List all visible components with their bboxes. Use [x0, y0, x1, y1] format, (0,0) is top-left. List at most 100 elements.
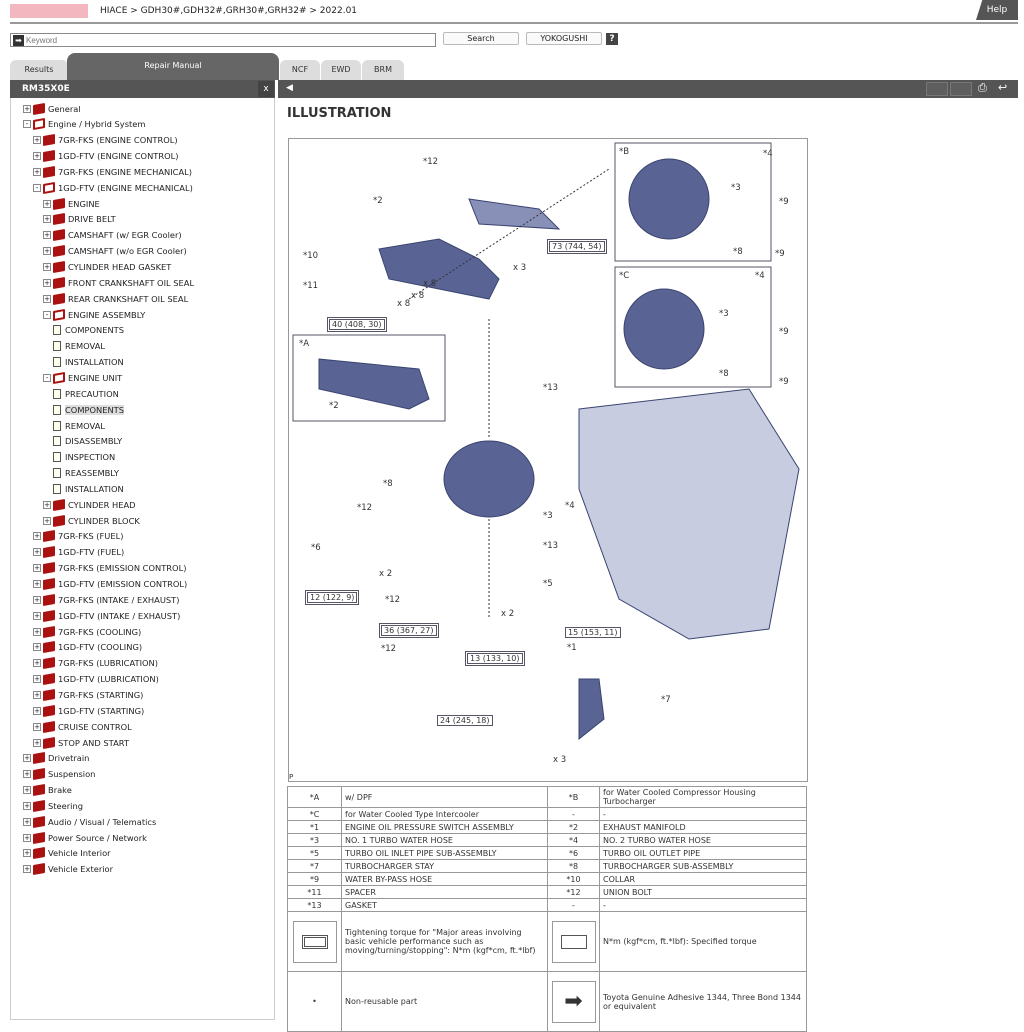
expand-icon[interactable]: +: [33, 643, 41, 652]
expand-icon[interactable]: +: [43, 215, 51, 224]
sidebar-item[interactable]: +CYLINDER HEAD: [43, 497, 136, 512]
sidebar-item[interactable]: +REAR CRANKSHAFT OIL SEAL: [43, 291, 188, 306]
sidebar-item[interactable]: -ENGINE ASSEMBLY: [43, 307, 145, 322]
sidebar-item[interactable]: +Drivetrain: [23, 751, 89, 766]
expand-icon[interactable]: +: [43, 199, 51, 208]
sidebar-item[interactable]: +7GR-FKS (INTAKE / EXHAUST): [33, 592, 179, 607]
expand-icon[interactable]: +: [33, 675, 41, 684]
expand-icon[interactable]: +: [33, 706, 41, 715]
expand-icon[interactable]: +: [33, 564, 41, 573]
collapse-icon[interactable]: -: [43, 310, 51, 319]
sidebar-item[interactable]: +1GD-FTV (LUBRICATION): [33, 672, 159, 687]
tab-brm[interactable]: BRM: [362, 60, 404, 80]
expand-icon[interactable]: +: [43, 278, 51, 287]
tab-ncf[interactable]: NCF: [280, 60, 320, 80]
sidebar-item[interactable]: +Audio / Visual / Telematics: [23, 814, 156, 829]
yokogushi-button[interactable]: YOKOGUSHI: [526, 32, 602, 45]
sidebar-item[interactable]: +1GD-FTV (ENGINE CONTROL): [33, 149, 179, 164]
tab-repair-manual[interactable]: Repair Manual: [67, 53, 279, 80]
expand-icon[interactable]: +: [33, 738, 41, 747]
tab-results[interactable]: Results: [10, 60, 68, 80]
sidebar-item[interactable]: +7GR-FKS (LUBRICATION): [33, 656, 158, 671]
sidebar-item[interactable]: +1GD-FTV (COOLING): [33, 640, 142, 655]
expand-icon[interactable]: +: [23, 786, 31, 795]
keyword-input[interactable]: [26, 35, 435, 45]
sidebar-item[interactable]: +CYLINDER BLOCK: [43, 513, 140, 528]
expand-icon[interactable]: +: [33, 627, 41, 636]
sidebar-item[interactable]: +ENGINE: [43, 196, 100, 211]
expand-icon[interactable]: +: [43, 247, 51, 256]
sidebar-item[interactable]: +7GR-FKS (ENGINE MECHANICAL): [33, 164, 192, 179]
search-button[interactable]: Search: [443, 32, 519, 45]
expand-icon[interactable]: +: [33, 532, 41, 541]
sidebar-item[interactable]: +Suspension: [23, 767, 95, 782]
sidebar-item[interactable]: COMPONENTS: [53, 402, 125, 417]
expand-icon[interactable]: +: [23, 104, 31, 113]
sidebar-item[interactable]: INSPECTION: [53, 450, 115, 465]
expand-icon[interactable]: +: [33, 548, 41, 557]
expand-icon[interactable]: +: [23, 817, 31, 826]
sidebar-item[interactable]: -1GD-FTV (ENGINE MECHANICAL): [33, 180, 193, 195]
collapse-icon[interactable]: -: [43, 373, 51, 382]
sidebar-item[interactable]: INSTALLATION: [53, 355, 124, 370]
sidebar-item[interactable]: +7GR-FKS (STARTING): [33, 687, 143, 702]
expand-icon[interactable]: +: [23, 801, 31, 810]
back-icon[interactable]: ↩: [998, 81, 1008, 94]
expand-icon[interactable]: +: [43, 263, 51, 271]
sidebar-item[interactable]: INSTALLATION: [53, 481, 124, 496]
sidebar-item[interactable]: +CRUISE CONTROL: [33, 719, 132, 734]
sidebar-item[interactable]: +7GR-FKS (ENGINE CONTROL): [33, 133, 178, 148]
expand-icon[interactable]: +: [23, 849, 31, 858]
help-question-icon[interactable]: ?: [606, 33, 618, 45]
sidebar-item[interactable]: +DRIVE BELT: [43, 212, 116, 227]
expand-icon[interactable]: +: [33, 595, 41, 604]
print-icon[interactable]: ⎙: [978, 81, 987, 94]
expand-icon[interactable]: +: [43, 231, 51, 240]
sidebar-item[interactable]: -Engine / Hybrid System: [23, 117, 145, 132]
sidebar-item[interactable]: PRECAUTION: [53, 386, 119, 401]
sidebar-item[interactable]: +Brake: [23, 783, 72, 798]
tab-ewd[interactable]: EWD: [321, 60, 361, 80]
collapse-icon[interactable]: -: [23, 120, 31, 129]
prev-page-icon[interactable]: [926, 82, 948, 96]
sidebar-item[interactable]: +1GD-FTV (FUEL): [33, 545, 124, 560]
expand-icon[interactable]: +: [33, 659, 41, 668]
sidebar-item[interactable]: +1GD-FTV (STARTING): [33, 703, 144, 718]
expand-icon[interactable]: +: [33, 167, 41, 176]
close-sidebar-button[interactable]: x: [258, 81, 274, 97]
expand-icon[interactable]: +: [23, 770, 31, 779]
sidebar-item[interactable]: +CYLINDER HEAD GASKET: [43, 260, 171, 275]
sidebar-item[interactable]: REMOVAL: [53, 418, 105, 433]
sidebar-item[interactable]: +1GD-FTV (INTAKE / EXHAUST): [33, 608, 180, 623]
sidebar-item[interactable]: -ENGINE UNIT: [43, 370, 122, 385]
expand-icon[interactable]: +: [33, 690, 41, 699]
sidebar-item[interactable]: +Power Source / Network: [23, 830, 147, 845]
expand-icon[interactable]: +: [33, 722, 41, 731]
sidebar-item[interactable]: +General: [23, 101, 81, 116]
expand-icon[interactable]: +: [33, 580, 41, 588]
expand-icon[interactable]: +: [33, 611, 41, 620]
sidebar-item[interactable]: REMOVAL: [53, 339, 105, 354]
expand-icon[interactable]: +: [23, 865, 31, 874]
expand-icon[interactable]: +: [23, 754, 31, 763]
sidebar-item[interactable]: COMPONENTS: [53, 323, 124, 338]
sidebar-item[interactable]: +7GR-FKS (EMISSION CONTROL): [33, 561, 186, 576]
sidebar-item[interactable]: DISASSEMBLY: [53, 434, 122, 449]
expand-icon[interactable]: +: [43, 516, 51, 525]
sidebar-item[interactable]: +1GD-FTV (EMISSION CONTROL): [33, 577, 187, 592]
sidebar-item[interactable]: +Vehicle Exterior: [23, 862, 113, 877]
expand-icon[interactable]: +: [33, 136, 41, 145]
sidebar-item[interactable]: +FRONT CRANKSHAFT OIL SEAL: [43, 275, 194, 290]
sidebar-item[interactable]: +CAMSHAFT (w/ EGR Cooler): [43, 228, 182, 243]
sidebar-item[interactable]: +STOP AND START: [33, 735, 129, 750]
expand-icon[interactable]: +: [23, 833, 31, 842]
sidebar-item[interactable]: +7GR-FKS (FUEL): [33, 529, 123, 544]
help-button[interactable]: Help: [976, 0, 1018, 20]
next-page-icon[interactable]: [950, 82, 972, 96]
expand-icon[interactable]: +: [43, 294, 51, 303]
collapse-icon[interactable]: -: [33, 183, 41, 192]
sidebar-item[interactable]: REASSEMBLY: [53, 466, 119, 481]
collapse-left-icon[interactable]: ◀: [286, 83, 293, 93]
sidebar-item[interactable]: +Steering: [23, 798, 83, 813]
expand-icon[interactable]: +: [33, 152, 41, 161]
